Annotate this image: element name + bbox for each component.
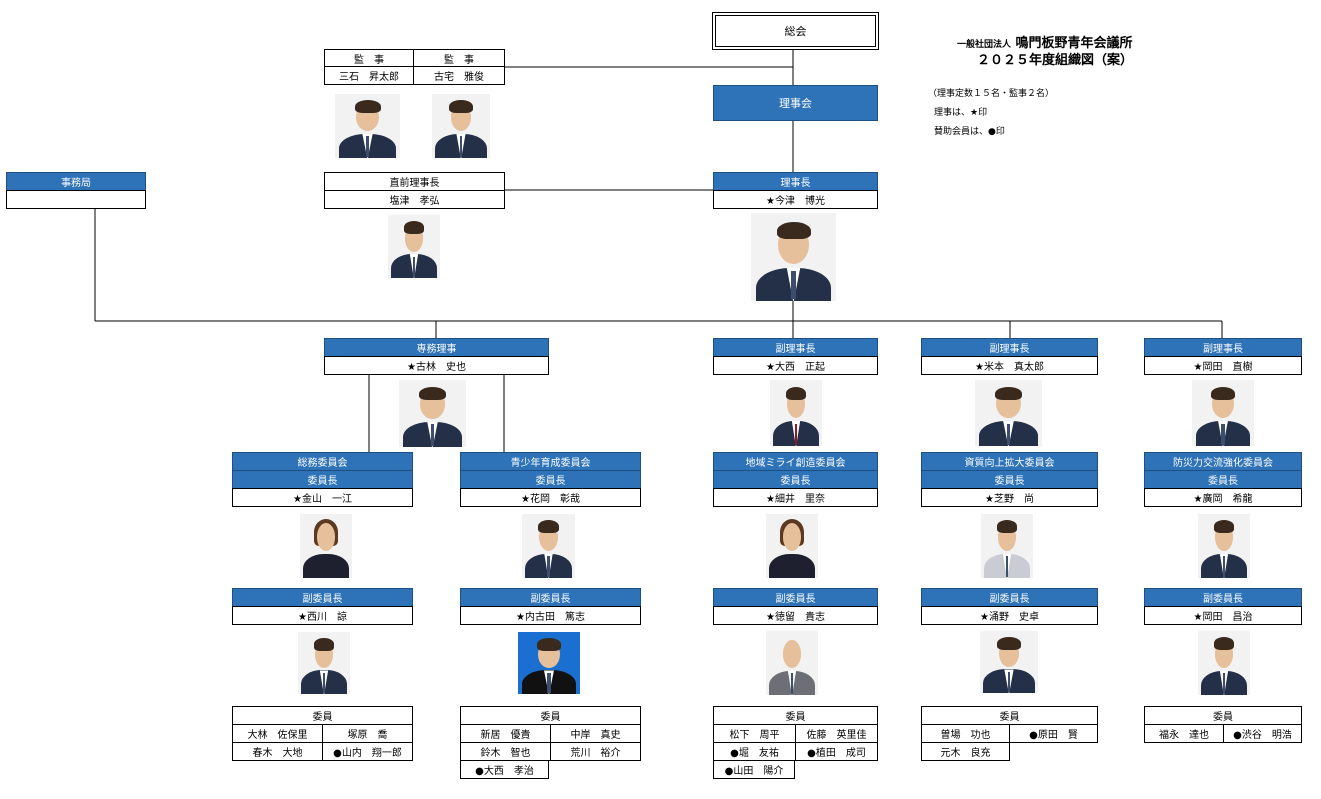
secretariat-label: 事務局 <box>6 172 146 191</box>
committee-vice-label-community-future: 副委員長 <box>713 588 878 607</box>
executive-director-name: ★古林 史也 <box>324 356 549 375</box>
member-general-affairs-2: 塚原 喬 <box>322 724 413 743</box>
committee-name-youth: 青少年育成委員会 <box>460 452 641 471</box>
committee-name-disaster-prevention: 防災力交流強化委員会 <box>1144 452 1302 471</box>
vice-photo-youth <box>518 632 580 694</box>
chair-photo-general-affairs <box>300 514 352 578</box>
member-youth-5: ●大西 孝治 <box>460 760 549 779</box>
member-disaster-prevention-2: ●渋谷 明浩 <box>1223 724 1302 743</box>
member-quality-expansion-1: 曽場 功也 <box>921 724 1010 743</box>
member-community-future-2: 佐藤 英里佳 <box>795 724 878 743</box>
member-youth-1: 新居 優貴 <box>460 724 551 743</box>
committee-vice-community-future: ★徳留 貴志 <box>713 606 878 625</box>
vice-photo-quality-expansion <box>980 631 1038 693</box>
vice-president-name-1: ★大西 正起 <box>713 356 878 375</box>
committee-chair-label-general-affairs: 委員長 <box>232 470 413 489</box>
org-name: 鳴門板野青年会議所 <box>1015 36 1133 51</box>
vice-president-label-2: 副理事長 <box>921 338 1098 357</box>
committee-chair-quality-expansion: ★芝野 尚 <box>921 488 1098 507</box>
committee-chair-community-future: ★細井 里奈 <box>713 488 878 507</box>
org-prefix: 一般社団法人 <box>957 40 1012 50</box>
vice-president-label-1: 副理事長 <box>713 338 878 357</box>
vice-photo-disaster-prevention <box>1198 631 1250 695</box>
executive-director-label: 専務理事 <box>324 338 549 357</box>
vice-president-photo-2 <box>975 380 1042 446</box>
past-president-photo <box>388 215 440 278</box>
notes: （理事定数１５名・監事２名） 理事は、★印 賛助会員は、●印 <box>928 85 1054 142</box>
member-quality-expansion-2: ●原田 賢 <box>1009 724 1098 743</box>
committee-chair-general-affairs: ★金山 一江 <box>232 488 413 507</box>
auditor-photo-1 <box>335 94 400 158</box>
member-youth-4: 荒川 裕介 <box>550 742 641 761</box>
committee-chair-youth: ★花岡 彰哉 <box>460 488 641 507</box>
members-label-community-future: 委員 <box>713 706 878 725</box>
org-title: 一般社団法人 鳴門板野青年会議所 <box>957 32 1133 51</box>
executive-director-photo <box>399 380 466 447</box>
general-assembly-label: 総会 <box>715 15 876 47</box>
committee-vice-general-affairs: ★西川 諒 <box>232 606 413 625</box>
committee-name-community-future: 地域ミライ創造委員会 <box>713 452 878 471</box>
members-label-quality-expansion: 委員 <box>921 706 1098 725</box>
note-supporting-member-mark: 賛助会員は、●印 <box>934 127 1005 137</box>
member-community-future-1: 松下 周平 <box>713 724 796 743</box>
vice-photo-general-affairs <box>298 632 350 694</box>
auditor-photo-2 <box>432 94 490 158</box>
committee-name-general-affairs: 総務委員会 <box>232 452 413 471</box>
president-name: ★今津 博光 <box>713 190 878 209</box>
member-disaster-prevention-1: 福永 達也 <box>1144 724 1224 743</box>
committee-chair-label-disaster-prevention: 委員長 <box>1144 470 1302 489</box>
chair-photo-quality-expansion <box>981 514 1033 578</box>
committee-vice-quality-expansion: ★涌野 史卓 <box>921 606 1098 625</box>
chair-photo-community-future <box>766 514 818 578</box>
vice-president-photo-3 <box>1192 380 1254 446</box>
chair-photo-youth <box>522 514 575 578</box>
committee-vice-youth: ★内古田 篤志 <box>460 606 641 625</box>
committee-chair-label-quality-expansion: 委員長 <box>921 470 1098 489</box>
member-quality-expansion-3: 元木 良充 <box>921 742 1010 761</box>
member-general-affairs-1: 大林 佐保里 <box>232 724 323 743</box>
committee-vice-label-youth: 副委員長 <box>460 588 641 607</box>
member-youth-2: 中岸 真史 <box>550 724 641 743</box>
auditor-name-1: 三石 昇太郎 <box>324 66 414 85</box>
secretariat-value <box>6 190 146 209</box>
members-label-general-affairs: 委員 <box>232 706 413 725</box>
board-box: 理事会 <box>713 85 878 121</box>
auditor-name-2: 古宅 雅俊 <box>413 66 505 85</box>
chart-title: ２０２５年度組織図（案） <box>977 53 1134 68</box>
auditor-label-1: 監 事 <box>324 49 414 67</box>
president-label: 理事長 <box>713 172 878 191</box>
committee-vice-label-disaster-prevention: 副委員長 <box>1144 588 1302 607</box>
member-general-affairs-4: ●山内 翔一郎 <box>322 742 413 761</box>
committee-chair-disaster-prevention: ★廣岡 希龍 <box>1144 488 1302 507</box>
vice-photo-community-future <box>766 631 818 695</box>
member-community-future-4: ●植田 成司 <box>795 742 878 761</box>
past-president-name: 塩津 孝弘 <box>324 190 505 209</box>
member-community-future-3: ●堀 友祐 <box>713 742 796 761</box>
member-general-affairs-3: 春木 大地 <box>232 742 323 761</box>
committee-vice-label-quality-expansion: 副委員長 <box>921 588 1098 607</box>
president-photo <box>751 213 836 301</box>
committee-name-quality-expansion: 資質向上拡大委員会 <box>921 452 1098 471</box>
general-assembly-box: 総会 <box>712 12 879 50</box>
vice-president-name-3: ★岡田 直樹 <box>1144 356 1302 375</box>
past-president-label: 直前理事長 <box>324 172 505 191</box>
member-youth-3: 鈴木 智也 <box>460 742 551 761</box>
member-community-future-5: ●山田 陽介 <box>713 760 795 779</box>
vice-president-name-2: ★米本 真太郎 <box>921 356 1098 375</box>
note-director-mark: 理事は、★印 <box>934 108 988 118</box>
members-label-disaster-prevention: 委員 <box>1144 706 1302 725</box>
committee-chair-label-youth: 委員長 <box>460 470 641 489</box>
note-quota: （理事定数１５名・監事２名） <box>928 89 1055 99</box>
vice-president-photo-1 <box>770 380 822 446</box>
committee-vice-disaster-prevention: ★岡田 昌治 <box>1144 606 1302 625</box>
committee-chair-label-community-future: 委員長 <box>713 470 878 489</box>
chair-photo-disaster-prevention <box>1198 514 1250 578</box>
vice-president-label-3: 副理事長 <box>1144 338 1302 357</box>
auditor-label-2: 監 事 <box>413 49 505 67</box>
members-label-youth: 委員 <box>460 706 641 725</box>
committee-vice-label-general-affairs: 副委員長 <box>232 588 413 607</box>
